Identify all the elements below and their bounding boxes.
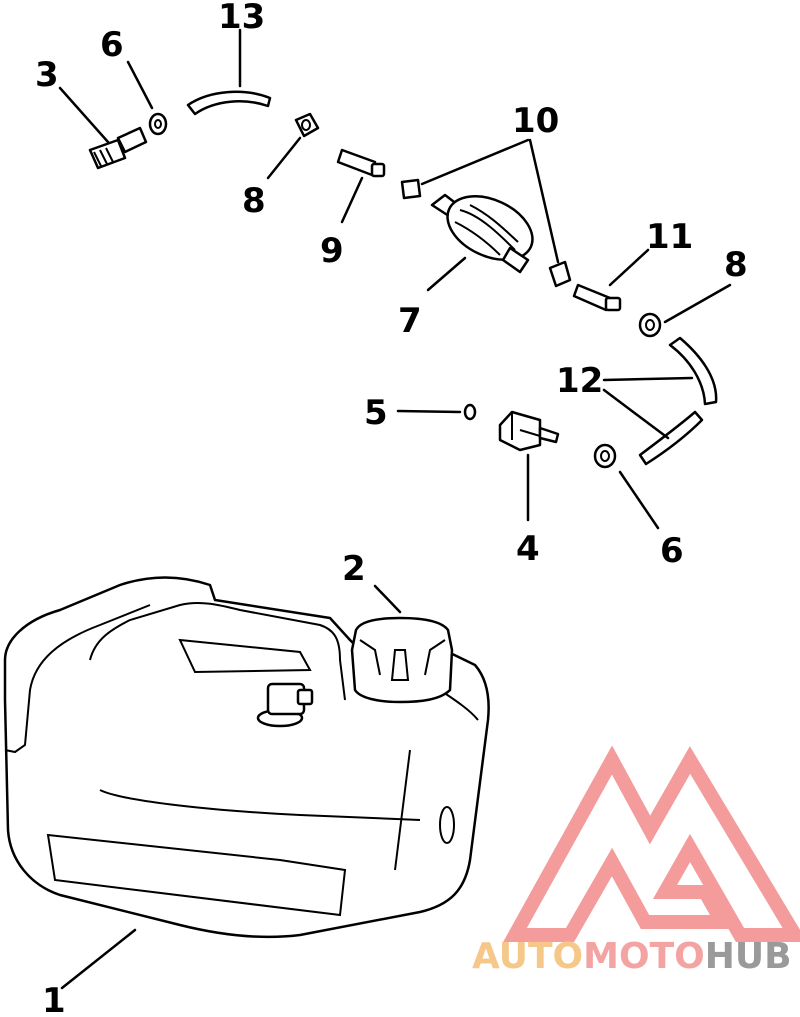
connector-fitting xyxy=(88,126,148,170)
hose-clamp xyxy=(548,260,572,288)
check-valve xyxy=(572,283,622,312)
callout-13: 13 xyxy=(218,0,265,37)
callout-6-top: 6 xyxy=(100,25,124,65)
callout-6-bottom: 6 xyxy=(660,531,684,571)
callout-8-right: 8 xyxy=(724,245,748,285)
hose-clamp xyxy=(638,312,662,338)
hose-clamp xyxy=(593,443,617,469)
callout-7: 7 xyxy=(398,301,422,341)
callout-12: 12 xyxy=(556,361,603,401)
callout-1: 1 xyxy=(42,981,66,1017)
check-valve xyxy=(336,148,386,178)
fuel-cap xyxy=(350,616,454,704)
leader-lines xyxy=(58,28,732,990)
tank-connector xyxy=(498,410,560,452)
callout-4: 4 xyxy=(516,529,540,569)
callout-9: 9 xyxy=(320,231,344,271)
o-ring xyxy=(463,403,477,421)
fuel-hose xyxy=(638,410,704,466)
hose-clamp xyxy=(148,112,168,136)
primer-bulb xyxy=(430,193,534,274)
callout-2: 2 xyxy=(342,549,366,589)
watermark-text: AUTOMOTOHUB xyxy=(472,936,792,977)
callout-11: 11 xyxy=(646,217,693,257)
callout-10: 10 xyxy=(512,101,559,141)
fuel-hose xyxy=(668,336,718,406)
hose-clamp xyxy=(400,178,422,200)
tank-fitting xyxy=(256,682,314,728)
watermark-logo-icon xyxy=(503,745,800,942)
callout-5: 5 xyxy=(364,393,388,433)
hose-clamp xyxy=(294,112,320,138)
callout-3: 3 xyxy=(35,55,59,95)
fuel-hose xyxy=(186,90,272,116)
callout-8-left: 8 xyxy=(242,181,266,221)
